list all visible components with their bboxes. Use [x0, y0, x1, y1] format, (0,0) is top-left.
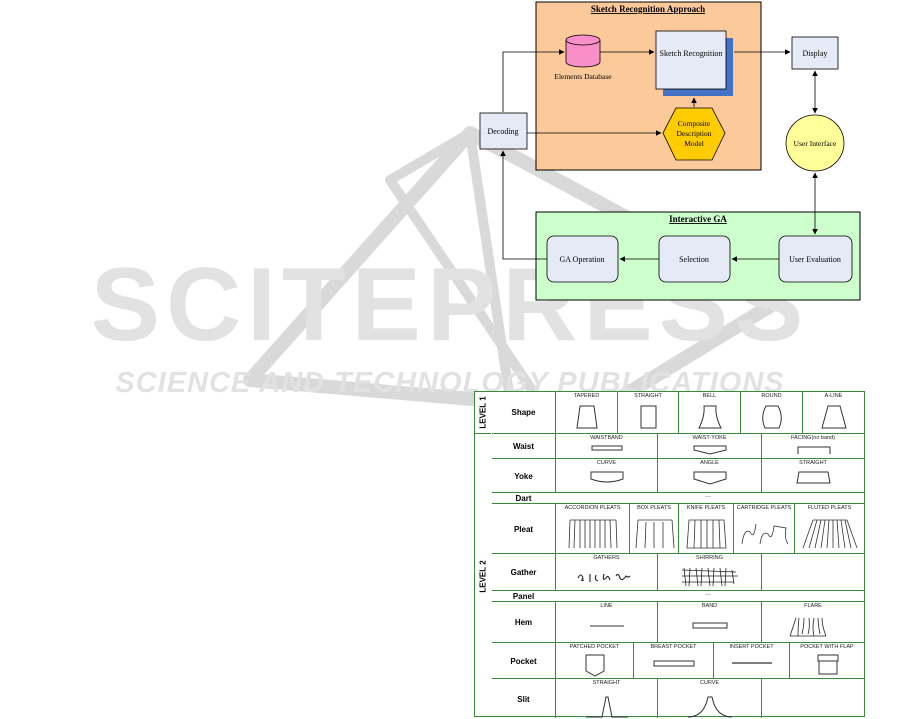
row-label-shape: Shape [511, 408, 536, 417]
waist-cell-facing: FACING(no band) [761, 433, 864, 458]
yoke-cell-straight: STRAIGHT [761, 458, 864, 492]
panel-ellipsis: ... [705, 590, 711, 597]
round-skirt-icon [762, 405, 782, 429]
pleat-cell-cartridge: CARTRIDGE PLEATS [733, 503, 794, 553]
shape-cell-tapered: TAPERED [555, 392, 617, 433]
ga-operation-label: GA Operation [559, 255, 604, 264]
row-label-panel: Panel [492, 590, 555, 602]
fluted-pleats-icon [802, 519, 858, 549]
yoke-cell-curve: CURVE [555, 458, 657, 492]
gather-cell-gathers: GATHERS [555, 553, 657, 590]
knife-pleats-icon [686, 519, 727, 549]
pleat-cell-knife: KNIFE PLEATS [678, 503, 733, 553]
elements-database-label: Elements Database [554, 72, 612, 81]
ga-operation-node: GA Operation [546, 235, 619, 283]
straight-slit-icon [586, 696, 628, 718]
pocket-cell-patched: PATCHED POCKET [555, 642, 633, 678]
curve-slit-icon [687, 696, 733, 718]
hem-cell-band: BAND [657, 601, 761, 642]
angle-yoke-icon [693, 471, 727, 485]
facing-icon [797, 446, 831, 454]
composite-label-1: Composite [678, 119, 711, 128]
selection-node: Selection [658, 235, 731, 283]
cartridge-pleats-icon [741, 523, 789, 545]
row-label-pocket: Pocket [492, 642, 555, 679]
waist-yoke-icon [693, 445, 727, 455]
row-label-yoke: Yoke [492, 458, 555, 493]
shape-cell-a-line: A-LINE [802, 392, 864, 433]
level-1-label: LEVEL 1 [478, 396, 488, 429]
straight-skirt-icon [640, 405, 657, 429]
curve-yoke-icon [590, 471, 624, 483]
display-label: Display [803, 49, 828, 58]
pocket-cell-with-flap: POCKET WITH FLAP [789, 642, 864, 678]
accordion-pleats-icon [568, 519, 618, 549]
user-interface-label: User Interface [794, 139, 837, 148]
straight-yoke-icon [796, 471, 831, 484]
composite-label-3: Model [684, 139, 704, 148]
sketch-approach-title: Sketch Recognition Approach [591, 4, 705, 14]
shape-cell-bell: BELL [678, 392, 740, 433]
hem-cell-line: LINE [555, 601, 657, 642]
gather-cell-shirring: SHIRRING [657, 553, 761, 590]
box-pleats-icon [635, 519, 675, 549]
gathers-icon [577, 573, 631, 582]
waist-cell-waistband: WAISTBAND [555, 433, 657, 458]
decoding-label: Decoding [487, 127, 518, 136]
hem-cell-flare: FLARE [761, 601, 864, 642]
yoke-cell-angle: ANGLE [657, 458, 761, 492]
shape-cell-straight: STRAIGHT [617, 392, 678, 433]
row-label-gather: Gather [492, 553, 555, 591]
waistband-icon [591, 445, 623, 451]
waist-cell-waist-yoke: WAIST-YOKE [657, 433, 761, 458]
decoding-to-db-arrow [502, 49, 565, 112]
shirring-icon [681, 567, 738, 587]
display-node: Display [791, 36, 839, 70]
patched-pocket-icon [585, 654, 605, 677]
band-hem-icon [692, 622, 728, 629]
composite-label-2: Description [677, 129, 712, 138]
pocket-with-flap-icon [817, 654, 839, 675]
slit-cell-straight: STRAIGHT [555, 678, 657, 718]
a-line-skirt-icon [821, 405, 847, 429]
pleat-cell-box: BOX PLEATS [629, 503, 678, 553]
line-hem-icon [590, 625, 624, 627]
row-label-pleat: Pleat [492, 503, 555, 554]
elements-database-node: Elements Database [554, 34, 612, 81]
pleat-cell-accordion: ACCORDION PLEATS [555, 503, 629, 553]
skirt-feature-table: LEVEL 1 LEVEL 2 Shape Waist Yoke Dart Pl… [474, 391, 865, 719]
tapered-skirt-icon [576, 405, 598, 429]
gather-cell-empty [761, 553, 864, 590]
slit-cell-empty [761, 678, 864, 718]
level-2-label: LEVEL 2 [475, 433, 491, 719]
flare-hem-icon [789, 617, 827, 637]
dart-ellipsis: ... [705, 492, 711, 499]
composite-model-node: Composite Description Model [662, 107, 726, 161]
user-interface-node: User Interface [785, 114, 845, 172]
decoding-node: Decoding [479, 112, 528, 150]
row-label-waist: Waist [492, 433, 555, 459]
sketch-recognition-node: Sketch Recognition [655, 30, 733, 96]
row-label-dart: Dart [492, 492, 555, 504]
panel-row-line [555, 590, 864, 591]
slit-cell-curve: CURVE [657, 678, 761, 718]
insert-pocket-icon [732, 662, 772, 664]
pocket-cell-breast: BREAST POCKET [633, 642, 713, 678]
user-evaluation-label: User Evaluation [789, 255, 841, 264]
row-label-hem: Hem [492, 601, 555, 643]
interactive-ga-title: Interactive GA [669, 214, 727, 224]
dart-row-line [555, 492, 864, 493]
pocket-cell-insert: INSERT POCKET [713, 642, 789, 678]
sketch-recognition-label: Sketch Recognition [660, 49, 723, 58]
pleat-cell-fluted: FLUTED PLEATS [794, 503, 864, 553]
user-evaluation-node: User Evaluation [778, 235, 853, 283]
breast-pocket-icon [653, 660, 695, 667]
row-label-slit: Slit [492, 678, 555, 719]
selection-label: Selection [679, 255, 709, 264]
ga-to-decoding-arrow [500, 150, 547, 260]
connectors [500, 49, 818, 262]
bell-skirt-icon [698, 405, 722, 429]
shape-cell-round: ROUND [740, 392, 802, 433]
